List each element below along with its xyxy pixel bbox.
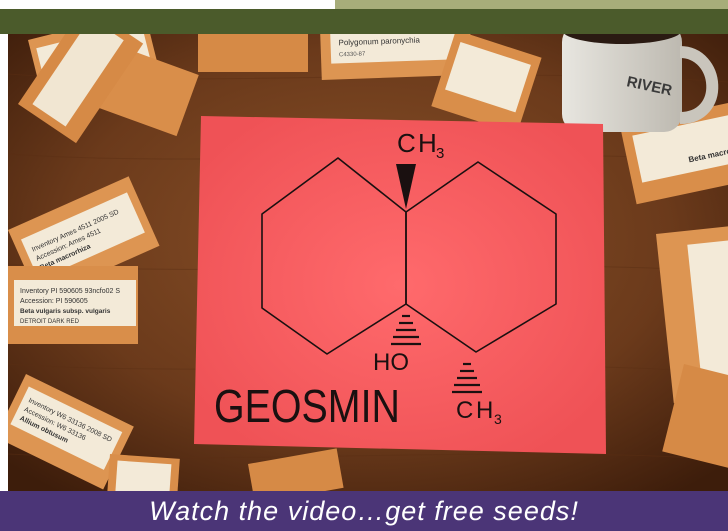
hash-bond-ho [391, 314, 421, 346]
wedge-bond-top [396, 164, 416, 209]
ch3-bottom-subscript: 3 [494, 411, 502, 427]
packet-code-label: C4330-87 [339, 51, 366, 58]
photo-illustration: Polygonum paronychia C4330-87 Inventory … [8, 34, 728, 491]
header-band-right [335, 0, 728, 34]
geosmin-photo[interactable]: Polygonum paronychia C4330-87 Inventory … [8, 34, 728, 491]
packet-accession-label: Accession: PI 590605 [20, 298, 88, 305]
hydroxyl-label: HO [373, 349, 409, 376]
caption-banner[interactable]: Watch the video…get free seeds! [0, 491, 728, 531]
hash-bond-ch3 [452, 362, 482, 394]
header-accent-strip [335, 0, 728, 9]
header-band [0, 0, 728, 34]
ch3-top-subscript: 3 [436, 145, 444, 162]
packet-species-label: Beta vulgaris subsp. vulgaris [20, 308, 111, 315]
ch3-bottom-c: C [456, 397, 473, 424]
geosmin-poster [194, 116, 606, 454]
ch3-top-h: H [418, 128, 437, 158]
packet-species-label: Polygonum paronychia [338, 36, 420, 48]
packet-variety-label: DETROIT DARK RED [20, 319, 80, 325]
header-band-left [0, 9, 335, 34]
right-ring [405, 161, 557, 353]
packet-inventory-label: Inventory PI 590605 93ncfo02 S [20, 288, 120, 295]
geosmin-molecule [261, 157, 557, 394]
ch3-top-c: C [397, 128, 416, 158]
seed-packets: Polygonum paronychia C4330-87 Inventory … [8, 34, 728, 491]
molecule-labels: C H 3 HO C H 3 GEOSMIN [214, 128, 502, 432]
ch3-bottom-h: H [476, 397, 493, 424]
caption-text[interactable]: Watch the video…get free seeds! [149, 495, 579, 526]
poster-title: GEOSMIN [214, 380, 400, 432]
coffee-mug: RIVER [562, 34, 719, 132]
